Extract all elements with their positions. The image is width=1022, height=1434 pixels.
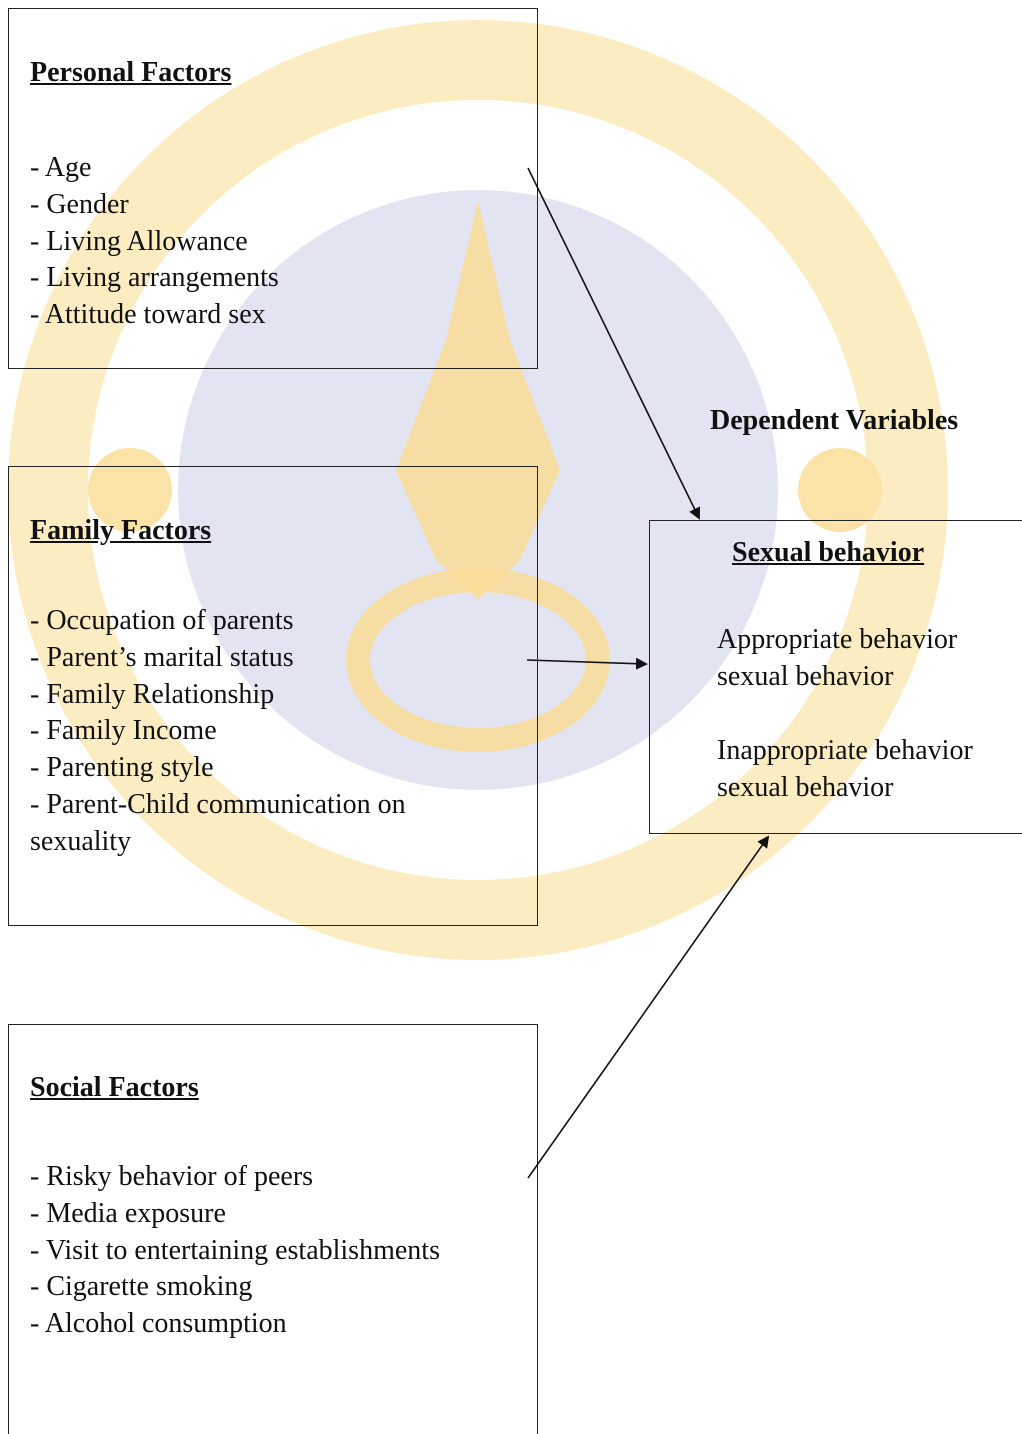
list-item: - Cigarette smoking (30, 1271, 253, 1303)
sexual-behavior-box: Sexual behavior (649, 520, 1022, 834)
seal-outer-ring (8, 20, 948, 960)
outcome-inappropriate: Inappropriate behavior sexual behavior (717, 733, 973, 807)
list-item: - Parenting style (30, 752, 214, 784)
social-factors-list: - Risky behavior of peers - Media exposu… (30, 1159, 440, 1343)
seal-crown-shape (396, 200, 560, 600)
list-item: - Age (30, 152, 92, 183)
personal-factors-box: Personal Factors - Age - Gender - Living… (8, 8, 538, 369)
outcome-appropriate-line1: Appropriate behavior (717, 624, 958, 655)
outcome-appropriate-line2: sexual behavior (717, 660, 894, 692)
family-factors-box: Family Factors - Occupation of parents -… (8, 466, 538, 926)
list-item: - Parent’s marital status (30, 641, 294, 673)
seal-gold-flower-left (88, 448, 172, 532)
list-item: - Living arrangements (30, 262, 279, 294)
family-factors-list: - Occupation of parents - Parent’s marit… (30, 603, 406, 861)
social-factors-title: Social Factors (30, 1072, 199, 1103)
seal-gold-flower-right (798, 448, 882, 532)
social-factors-box: Social Factors - Risky behavior of peers… (8, 1024, 538, 1434)
sexual-behavior-title: Sexual behavior (732, 537, 925, 568)
family-factors-title: Family Factors (30, 515, 212, 546)
list-item: - Gender (30, 188, 129, 220)
list-item: - Family Relationship (30, 678, 275, 710)
personal-factors-title: Personal Factors (30, 57, 232, 88)
list-item: - Visit to entertaining establishments (30, 1234, 440, 1266)
outcome-inappropriate-line1: Inappropriate behavior (717, 735, 973, 766)
list-item: - Parent-Child communication on (30, 788, 406, 820)
list-item: - Alcohol consumption (30, 1308, 287, 1340)
outcome-appropriate: Appropriate behavior sexual behavior (717, 622, 957, 696)
list-item: - Risky behavior of peers (30, 1161, 314, 1192)
dependent-variables-label: Dependent Variables (710, 405, 959, 436)
personal-factors-list: - Age - Gender - Living Allowance - Livi… (30, 150, 279, 334)
list-item: sexuality (30, 825, 132, 857)
list-item: - Family Income (30, 715, 217, 747)
list-item: - Occupation of parents (30, 605, 294, 636)
outcome-inappropriate-line2: sexual behavior (717, 771, 894, 803)
list-item: - Media exposure (30, 1197, 226, 1229)
list-item: - Living Allowance (30, 225, 248, 257)
list-item: - Attitude toward sex (30, 299, 266, 331)
